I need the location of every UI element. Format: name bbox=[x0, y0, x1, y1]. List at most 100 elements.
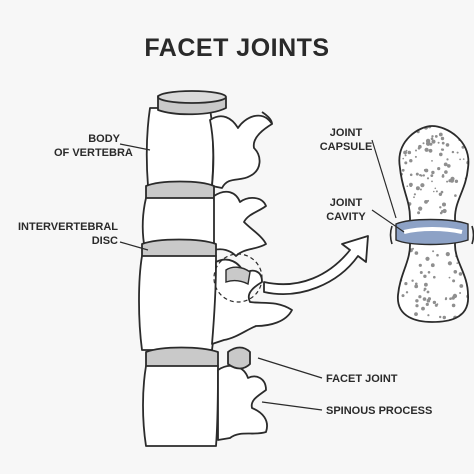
bone-speckle bbox=[468, 142, 469, 145]
bone-speckle bbox=[441, 148, 445, 151]
bone-speckle bbox=[415, 304, 419, 308]
bone-speckle bbox=[464, 258, 468, 262]
bone-speckle bbox=[397, 128, 401, 132]
bone-speckle bbox=[454, 194, 457, 197]
bone-speckle bbox=[442, 202, 446, 207]
bone-speckle bbox=[431, 139, 436, 144]
bone-speckle bbox=[394, 202, 396, 204]
bone-speckle bbox=[430, 137, 434, 140]
bone-speckle bbox=[447, 164, 451, 168]
bone-speckle bbox=[456, 151, 459, 154]
bone-speckle bbox=[432, 250, 435, 253]
bone-speckle bbox=[451, 303, 456, 308]
bone-speckle bbox=[398, 126, 402, 128]
bone-speckle bbox=[398, 134, 401, 137]
bone-speckle bbox=[448, 276, 451, 279]
bone-speckle bbox=[402, 157, 405, 160]
bone-speckle bbox=[414, 312, 418, 316]
bone-speckle bbox=[409, 159, 413, 163]
bone-speckle bbox=[415, 282, 418, 286]
bone-speckle bbox=[434, 187, 437, 190]
bone-speckle bbox=[452, 279, 456, 283]
bone-speckle bbox=[404, 282, 408, 286]
bone-speckle bbox=[392, 169, 395, 172]
bone-speckle bbox=[426, 141, 431, 146]
bone-speckle bbox=[422, 297, 427, 301]
bone-speckle bbox=[397, 203, 399, 206]
bone-speckle bbox=[424, 168, 429, 173]
zoom-arrow bbox=[263, 235, 369, 295]
bone-speckle bbox=[419, 188, 422, 191]
joint-cavity-shape bbox=[395, 218, 469, 246]
bone-speckle bbox=[447, 261, 452, 266]
bone-speckle bbox=[404, 154, 407, 157]
bone-speckle bbox=[439, 206, 442, 209]
vertebra-process-2 bbox=[213, 190, 267, 257]
label-line: OF VERTEBRA bbox=[54, 147, 133, 159]
bone-speckle bbox=[472, 178, 474, 180]
bone-speckle bbox=[424, 282, 428, 287]
bone-speckle bbox=[420, 174, 423, 177]
bone-speckle bbox=[393, 289, 397, 293]
bone-speckle bbox=[445, 252, 450, 257]
label-line: JOINT bbox=[329, 197, 363, 209]
bone-speckle bbox=[468, 171, 469, 176]
bone-speckle bbox=[436, 303, 439, 306]
bone-speckle bbox=[418, 206, 423, 211]
bone-speckle bbox=[409, 126, 414, 129]
bone-speckle bbox=[415, 186, 420, 191]
bone-speckle bbox=[422, 142, 425, 145]
bone-speckle bbox=[431, 180, 433, 183]
bone-speckle bbox=[468, 317, 469, 319]
bone-speckle bbox=[434, 135, 438, 138]
bone-speckle bbox=[454, 179, 459, 183]
bone-speckle bbox=[444, 298, 447, 301]
bone-speckle bbox=[406, 185, 409, 187]
bone-speckle bbox=[470, 286, 473, 289]
bone-speckle bbox=[440, 136, 445, 141]
bone-speckle bbox=[459, 321, 463, 322]
bone-speckle bbox=[392, 129, 394, 131]
bone-speckle bbox=[424, 147, 429, 152]
label-line: BODY bbox=[88, 133, 120, 145]
vertebra-process-3 bbox=[211, 258, 293, 345]
bone-speckle bbox=[437, 141, 440, 144]
bone-speckle bbox=[412, 247, 414, 250]
bone-speckle bbox=[438, 192, 443, 196]
bone-speckle bbox=[407, 150, 412, 155]
vertebra-body-4 bbox=[142, 365, 219, 447]
bone-speckle bbox=[449, 297, 452, 301]
bone-speckle bbox=[391, 196, 394, 199]
label-intervertebral-disc: INTERVERTEBRAL DISC bbox=[0, 220, 118, 248]
bone-speckle bbox=[449, 178, 455, 183]
bone-speckle bbox=[428, 148, 433, 153]
bone-speckle bbox=[392, 280, 395, 283]
bone-speckle bbox=[404, 161, 408, 165]
bone-speckle bbox=[409, 184, 413, 187]
vertebra-body-2 bbox=[141, 197, 217, 245]
label-line: DISC bbox=[91, 235, 118, 247]
bone-speckle bbox=[466, 266, 469, 270]
bone-speckle bbox=[390, 213, 394, 217]
bone-speckle bbox=[451, 296, 455, 300]
bone-speckle bbox=[423, 274, 427, 278]
bone-speckle bbox=[425, 302, 429, 306]
bone-speckle bbox=[458, 272, 463, 276]
bone-speckle bbox=[441, 175, 445, 178]
bone-speckle bbox=[439, 315, 442, 319]
bone-speckle bbox=[418, 263, 422, 267]
vertebral-column bbox=[138, 90, 293, 447]
bone-speckle bbox=[425, 256, 430, 261]
bone-speckle bbox=[395, 198, 398, 201]
vertebra-body-3 bbox=[138, 255, 217, 351]
bone-speckle bbox=[415, 299, 419, 303]
bone-speckle bbox=[398, 213, 401, 216]
bone-speckle bbox=[403, 317, 405, 320]
bone-speckle bbox=[442, 208, 447, 214]
bone-speckle bbox=[429, 142, 433, 146]
bone-speckle bbox=[413, 193, 416, 196]
label-facet-joint: FACET JOINT bbox=[326, 373, 398, 385]
bone-speckle bbox=[433, 190, 435, 193]
bone-speckle bbox=[431, 170, 435, 175]
vertebra-body-1 bbox=[145, 107, 215, 187]
